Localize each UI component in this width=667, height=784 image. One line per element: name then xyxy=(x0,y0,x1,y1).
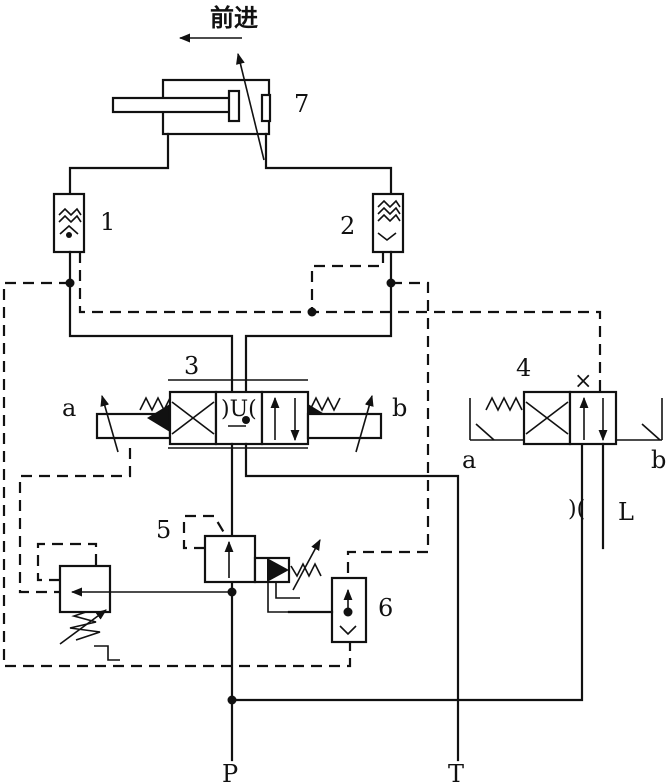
label-valve-4: 4 xyxy=(516,354,531,382)
relief-valve-5 xyxy=(182,514,326,613)
directional-valve-3: )U( xyxy=(95,379,383,453)
label-shuttle-6: 6 xyxy=(378,594,393,622)
label-port-a-right: a xyxy=(462,446,476,474)
line-cyl-right xyxy=(264,132,393,196)
line-left-main xyxy=(68,250,234,394)
junction xyxy=(307,307,317,317)
line-p-to-valve-4 xyxy=(230,412,584,702)
label-port-b-left: b xyxy=(392,394,407,422)
label-check-1: 1 xyxy=(100,208,115,236)
line-right-main xyxy=(244,250,393,394)
center-symbol: )U( xyxy=(221,397,257,422)
line-cyl-left xyxy=(68,132,170,196)
check-valve-1 xyxy=(52,192,86,254)
pilot-valve-4 xyxy=(469,390,663,550)
pilot-relief-valve xyxy=(18,448,232,661)
pilot-line-4 xyxy=(78,252,602,392)
label-port-a-left: a xyxy=(62,394,76,422)
label-tank-port: T xyxy=(448,760,464,784)
label-cylinder-7: 7 xyxy=(294,90,309,118)
shuttle-valve-6 xyxy=(287,576,368,644)
tank-line xyxy=(244,442,460,762)
cross-mark: × xyxy=(574,369,592,394)
title-label: 前进 xyxy=(210,4,258,32)
pilot-line-right xyxy=(346,281,430,580)
label-valve-3: 3 xyxy=(184,352,199,380)
label-check-2: 2 xyxy=(340,212,355,240)
check-valve-2 xyxy=(371,192,405,254)
label-relief-5: 5 xyxy=(156,516,171,544)
throttle-symbol: )( xyxy=(568,497,585,522)
label-pressure-port: P xyxy=(222,760,238,784)
pilot-line-2 xyxy=(310,252,385,312)
label-port-b-right: b xyxy=(651,446,666,474)
cylinder-7 xyxy=(111,52,272,161)
label-load: L xyxy=(618,498,634,526)
pilot-line-left xyxy=(2,281,352,668)
